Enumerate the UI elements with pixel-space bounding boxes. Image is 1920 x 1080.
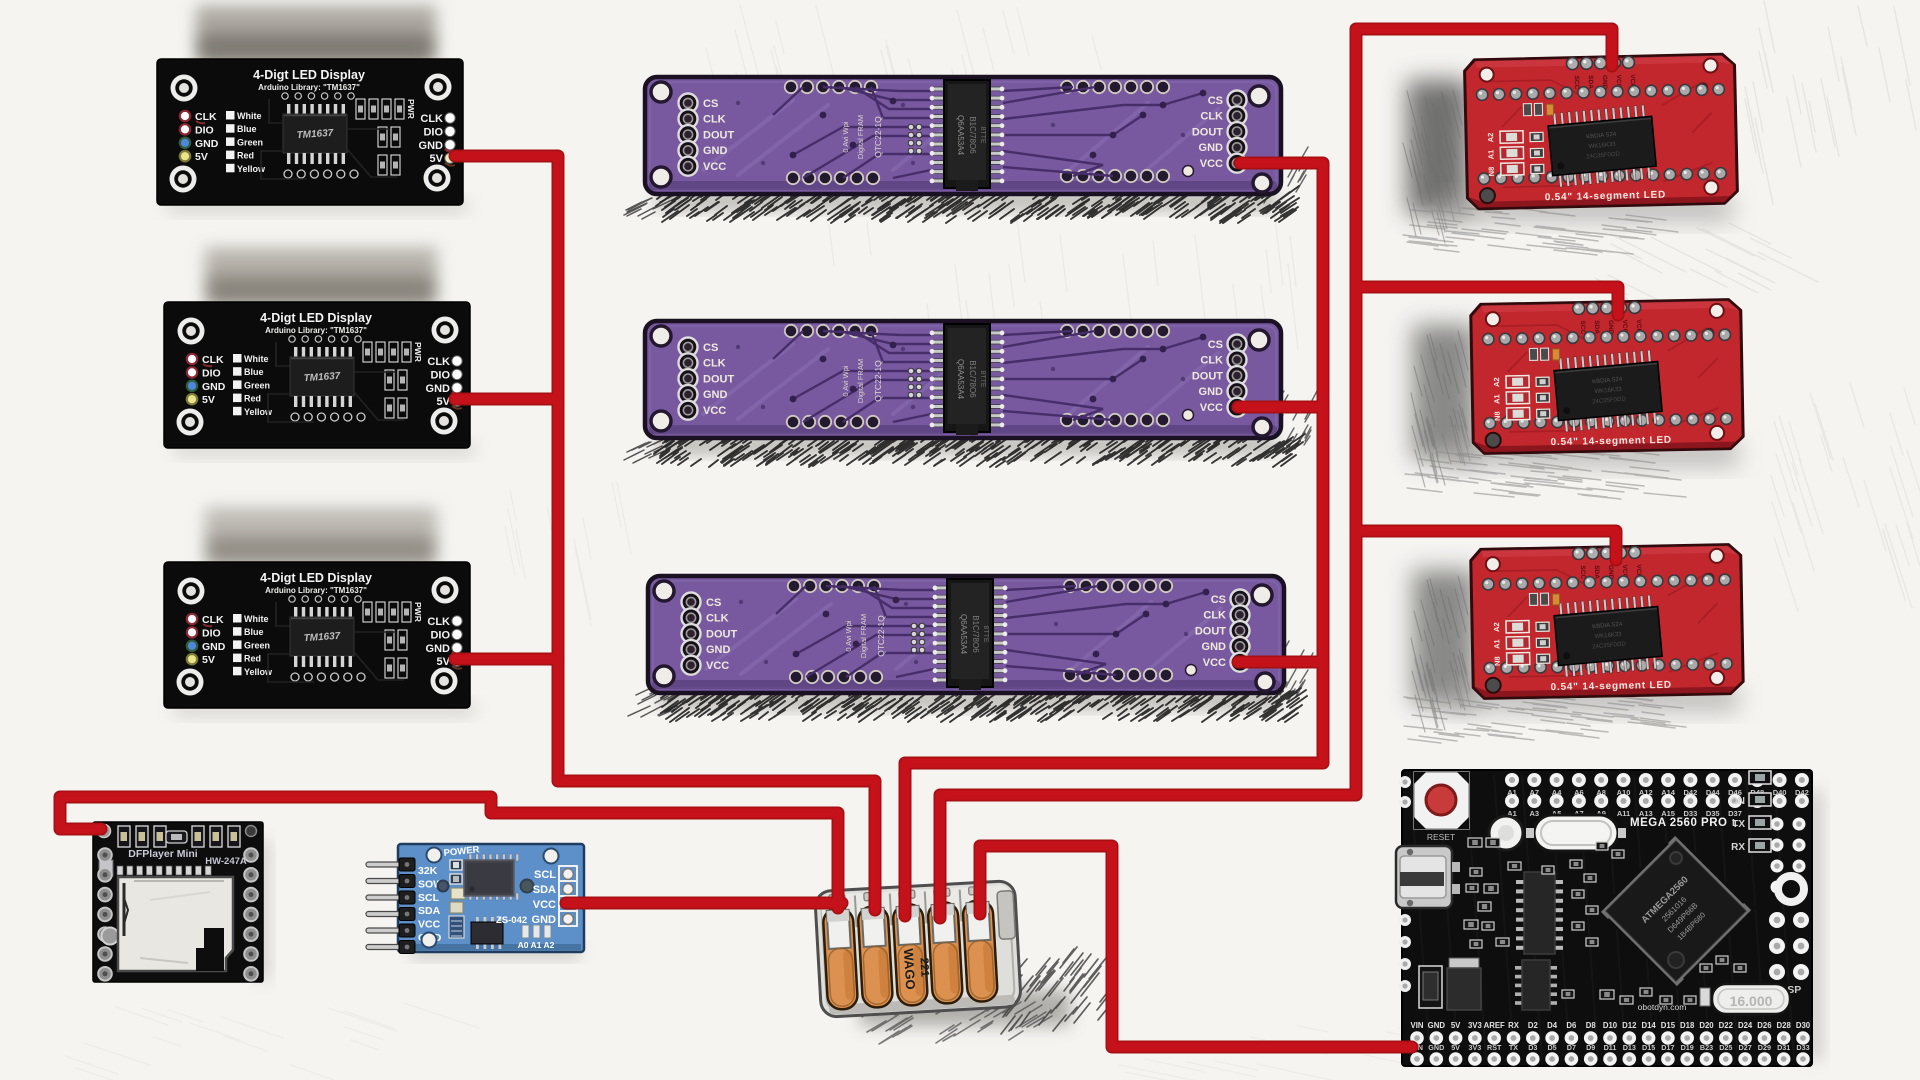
svg-text:D2: D2 bbox=[1528, 1021, 1539, 1030]
svg-text:3V3: 3V3 bbox=[1469, 1043, 1482, 1052]
svg-text:D37: D37 bbox=[1728, 809, 1742, 818]
svg-text:L: L bbox=[1732, 818, 1738, 829]
svg-text:D30: D30 bbox=[1796, 1021, 1811, 1030]
svg-text:221: 221 bbox=[917, 957, 930, 977]
svg-text:GND: GND bbox=[1428, 1043, 1444, 1052]
svg-text:D46: D46 bbox=[1728, 788, 1742, 797]
svg-text:A9: A9 bbox=[1596, 809, 1606, 818]
svg-text:RST: RST bbox=[1487, 1043, 1502, 1052]
svg-text:RX: RX bbox=[1508, 1021, 1520, 1030]
svg-text:TX: TX bbox=[1509, 1043, 1518, 1052]
svg-text:ZS-042: ZS-042 bbox=[496, 915, 527, 926]
svg-text:5V: 5V bbox=[1451, 1043, 1460, 1052]
svg-text:ON: ON bbox=[1730, 796, 1745, 807]
svg-text:D14: D14 bbox=[1641, 1021, 1656, 1030]
svg-text:D35: D35 bbox=[1706, 809, 1720, 818]
svg-text:WAGO: WAGO bbox=[901, 948, 918, 990]
svg-text:A1: A1 bbox=[1507, 788, 1517, 797]
svg-text:D42: D42 bbox=[1684, 788, 1698, 797]
svg-text:B23: B23 bbox=[1700, 1043, 1713, 1052]
svg-text:16.000: 16.000 bbox=[1730, 993, 1773, 1009]
svg-text:A15: A15 bbox=[1661, 809, 1675, 818]
svg-text:A0 A1 A2: A0 A1 A2 bbox=[518, 940, 555, 950]
svg-text:GND: GND bbox=[532, 914, 557, 926]
svg-text:D15: D15 bbox=[1661, 1021, 1676, 1030]
svg-text:D33: D33 bbox=[1684, 809, 1698, 818]
svg-text:A12: A12 bbox=[1639, 788, 1653, 797]
svg-text:D26: D26 bbox=[1757, 1021, 1772, 1030]
svg-text:HW-247A: HW-247A bbox=[205, 856, 247, 867]
svg-text:D3: D3 bbox=[1528, 1043, 1537, 1052]
svg-text:AREF: AREF bbox=[1484, 1021, 1505, 1030]
svg-text:A3: A3 bbox=[1530, 809, 1540, 818]
svg-text:A4: A4 bbox=[1552, 788, 1562, 797]
svg-text:VCC: VCC bbox=[533, 899, 556, 911]
svg-text:GND: GND bbox=[1428, 1021, 1446, 1030]
svg-text:VCC: VCC bbox=[418, 919, 441, 931]
svg-text:D20: D20 bbox=[1699, 1021, 1714, 1030]
svg-text:D22: D22 bbox=[1719, 1021, 1734, 1030]
svg-text:A10: A10 bbox=[1617, 788, 1631, 797]
svg-text:D6: D6 bbox=[1566, 1021, 1577, 1030]
svg-text:MEGA 2560 PRO: MEGA 2560 PRO bbox=[1630, 817, 1727, 829]
svg-text:D12: D12 bbox=[1622, 1021, 1637, 1030]
svg-text:D40: D40 bbox=[1773, 788, 1787, 797]
svg-text:D8: D8 bbox=[1586, 1021, 1597, 1030]
svg-text:D5: D5 bbox=[1547, 1043, 1556, 1052]
svg-text:SDA: SDA bbox=[418, 905, 441, 917]
svg-text:A11: A11 bbox=[1617, 809, 1630, 818]
svg-text:A8: A8 bbox=[1596, 788, 1606, 797]
svg-text:TX: TX bbox=[1732, 819, 1745, 830]
svg-text:D27: D27 bbox=[1739, 1043, 1752, 1052]
svg-text:VIN: VIN bbox=[1411, 1021, 1424, 1030]
svg-text:32K: 32K bbox=[418, 865, 438, 877]
svg-text:D15: D15 bbox=[1642, 1043, 1655, 1052]
svg-text:D10: D10 bbox=[1603, 1021, 1618, 1030]
svg-text:D13: D13 bbox=[1623, 1043, 1636, 1052]
svg-text:D9: D9 bbox=[1586, 1043, 1595, 1052]
svg-text:RESET: RESET bbox=[1427, 832, 1455, 842]
svg-text:A14: A14 bbox=[1661, 788, 1676, 797]
svg-text:D4: D4 bbox=[1547, 1021, 1558, 1030]
svg-text:D19: D19 bbox=[1681, 1043, 1694, 1052]
svg-text:D44: D44 bbox=[1706, 788, 1721, 797]
svg-text:D29: D29 bbox=[1758, 1043, 1771, 1052]
svg-text:A7: A7 bbox=[1530, 788, 1540, 797]
svg-text:D28: D28 bbox=[1777, 1021, 1792, 1030]
svg-text:3V3: 3V3 bbox=[1468, 1021, 1483, 1030]
svg-text:D18: D18 bbox=[1680, 1021, 1695, 1030]
svg-text:obotdyn.com: obotdyn.com bbox=[1638, 1002, 1687, 1012]
svg-text:D24: D24 bbox=[1738, 1021, 1753, 1030]
svg-text:SDA: SDA bbox=[533, 884, 556, 896]
svg-text:D42: D42 bbox=[1795, 788, 1809, 797]
svg-text:D17: D17 bbox=[1661, 1043, 1674, 1052]
svg-text:SCL: SCL bbox=[418, 892, 440, 904]
svg-text:5V: 5V bbox=[1451, 1021, 1461, 1030]
svg-text:A6: A6 bbox=[1574, 788, 1584, 797]
svg-text:A13: A13 bbox=[1639, 809, 1653, 818]
svg-text:D31: D31 bbox=[1777, 1043, 1790, 1052]
svg-text:D25: D25 bbox=[1719, 1043, 1732, 1052]
svg-text:A1: A1 bbox=[1507, 809, 1517, 818]
svg-text:RX: RX bbox=[1731, 842, 1745, 853]
svg-text:DFPlayer Mini: DFPlayer Mini bbox=[128, 848, 198, 860]
svg-text:SCL: SCL bbox=[534, 869, 556, 881]
svg-text:D33: D33 bbox=[1796, 1043, 1809, 1052]
svg-text:D11: D11 bbox=[1604, 1043, 1617, 1052]
svg-text:D7: D7 bbox=[1567, 1043, 1576, 1052]
